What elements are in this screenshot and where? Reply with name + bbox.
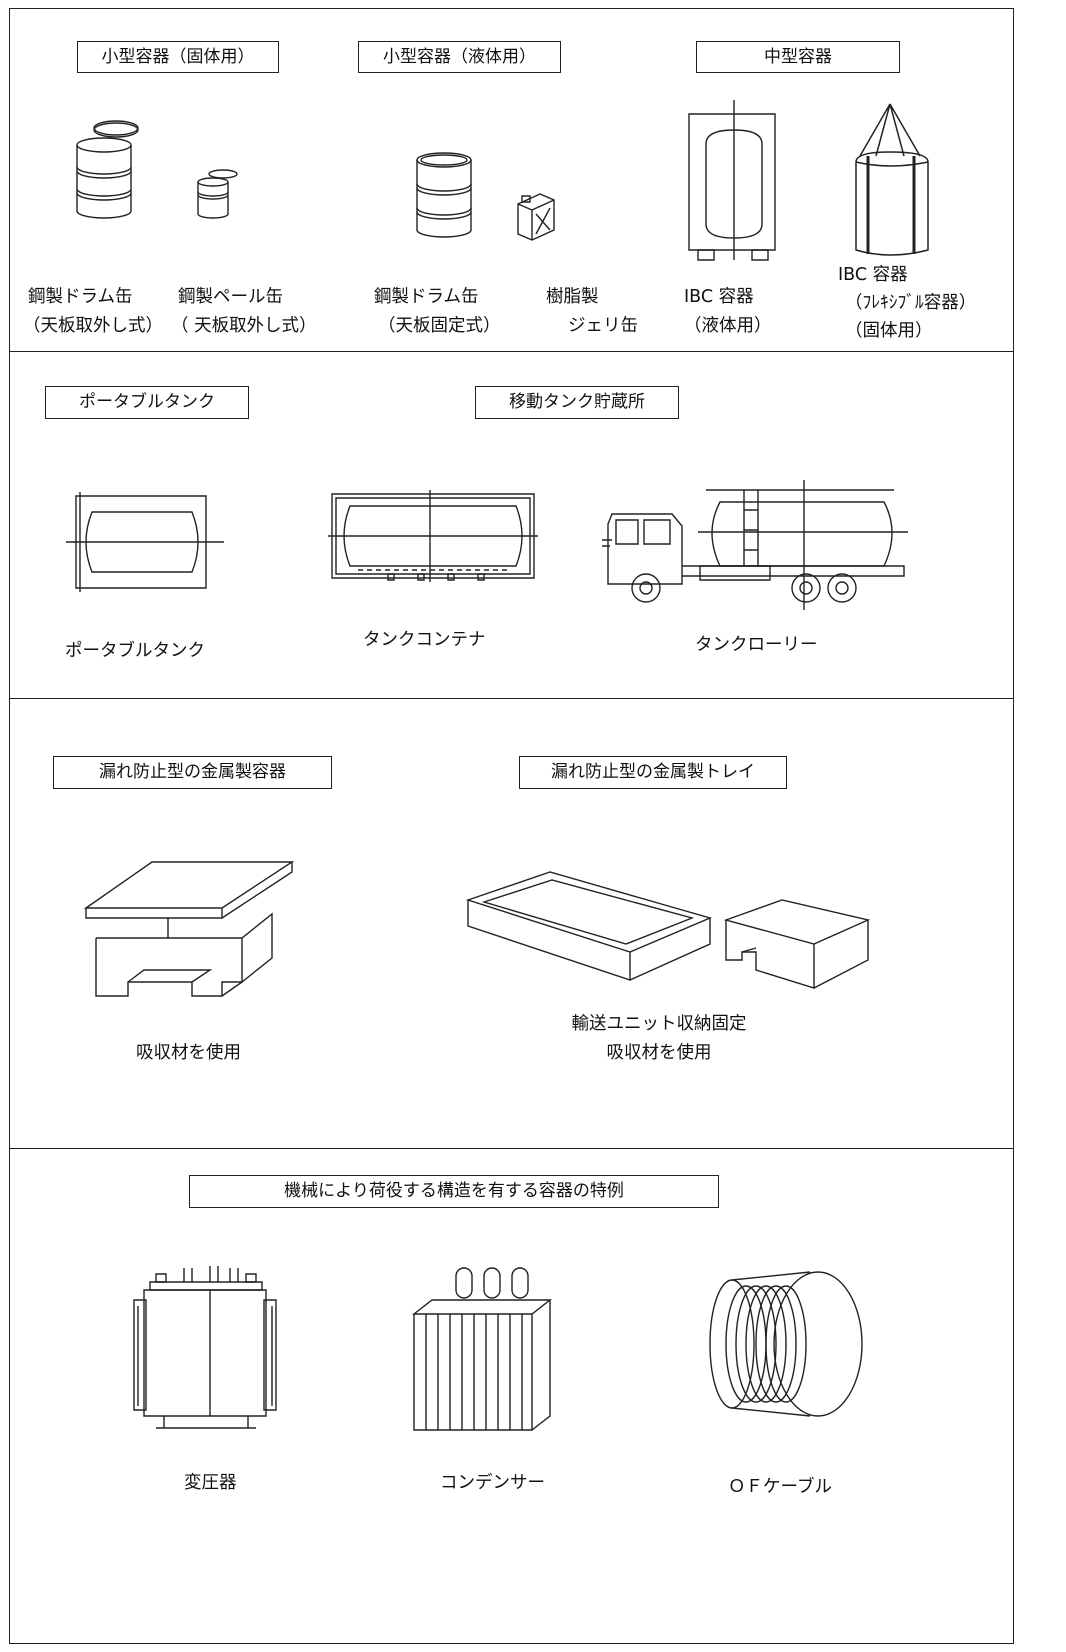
metal-tray-large-illustration: [464, 868, 714, 986]
caption-ibc-liquid-1: IBC 容器: [684, 287, 754, 307]
tank-lorry-illustration: [598, 480, 916, 610]
caption-condenser: コンデンサー: [440, 1473, 545, 1493]
section-divider-1: [9, 351, 1014, 352]
caption-jerry-1: 樹脂製: [546, 287, 599, 307]
caption-drum-fixed-1: 鋼製ドラム缶: [374, 287, 479, 307]
caption-drum-fixed-2: （天板固定式）: [378, 316, 501, 336]
metal-tray-small-illustration: [722, 898, 872, 994]
caption-drum-open-2: （天板取外し式）: [23, 316, 163, 336]
caption-metal-tray-1: 輸送ユニット収納固定: [571, 1014, 747, 1034]
caption-metal-container: 吸収材を使用: [136, 1043, 241, 1063]
heading-portable-tank: ポータブルタンク: [45, 386, 249, 419]
heading-small-solid: 小型容器（固体用）: [77, 41, 279, 73]
caption-tank-lorry: タンクローリー: [695, 635, 818, 655]
section-divider-3: [9, 1148, 1014, 1149]
steel-pail-illustration: [195, 168, 241, 220]
caption-drum-open-1: 鋼製ドラム缶: [28, 287, 133, 307]
caption-portable-tank: ポータブルタンク: [65, 641, 205, 661]
ibc-liquid-illustration: [686, 100, 780, 265]
caption-transformer: 変圧器: [184, 1473, 237, 1493]
tank-container-illustration: [328, 490, 538, 582]
heading-metal-container: 漏れ防止型の金属製容器: [53, 756, 332, 789]
figure-frame: [9, 8, 1014, 1644]
transformer-illustration: [130, 1266, 282, 1434]
jerry-can-illustration: [512, 190, 560, 242]
caption-ibc-flex-2: （ﾌﾚｷｼﾌﾞﾙ容器）: [845, 293, 977, 313]
heading-mechanical-handling: 機械により荷役する構造を有する容器の特例: [189, 1175, 719, 1208]
heading-mobile-tank: 移動タンク貯蔵所: [475, 386, 679, 419]
heading-metal-tray: 漏れ防止型の金属製トレイ: [519, 756, 787, 789]
caption-jerry-2: ジェリ缶: [568, 316, 638, 336]
ibc-flexible-illustration: [848, 100, 938, 260]
caption-ibc-flex-1: IBC 容器: [838, 265, 908, 285]
heading-small-liquid: 小型容器（液体用）: [358, 41, 561, 73]
heading-medium: 中型容器: [696, 41, 900, 73]
caption-metal-tray-2: 吸収材を使用: [606, 1043, 712, 1063]
section-divider-2: [9, 698, 1014, 699]
caption-ibc-liquid-2: （液体用）: [684, 316, 772, 336]
caption-of-cable: ＯＦケーブル: [728, 1477, 832, 1497]
metal-container-illustration: [82, 858, 302, 1028]
caption-tank-container: タンクコンテナ: [363, 630, 486, 650]
steel-drum-open-illustration: [74, 117, 142, 225]
of-cable-drum-illustration: [706, 1270, 864, 1420]
condenser-illustration: [410, 1264, 554, 1434]
caption-pail-2: （ 天板取外し式）: [171, 316, 317, 336]
caption-pail-1: 鋼製ペール缶: [178, 287, 283, 307]
steel-drum-fixed-illustration: [414, 152, 474, 240]
portable-tank-illustration: [66, 492, 224, 592]
caption-ibc-flex-3: （固体用）: [845, 321, 933, 341]
